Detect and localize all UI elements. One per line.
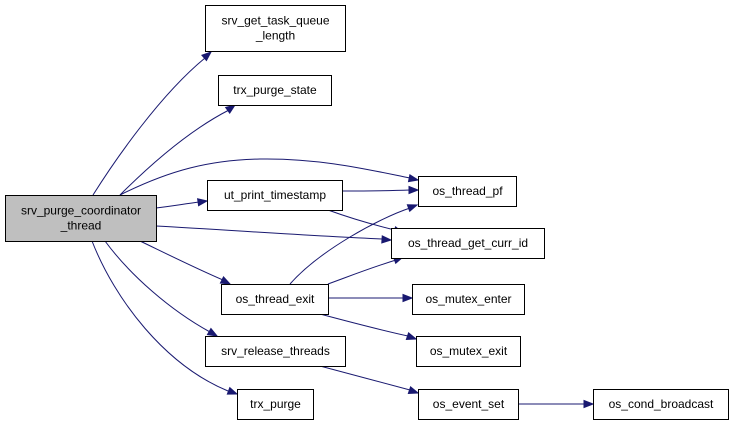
- node-label: _length: [255, 29, 295, 43]
- edge-arrowhead: [206, 327, 219, 337]
- edge-line: [155, 201, 200, 209]
- edge-os_thread_exit-to-os_mutex_exit: [319, 313, 418, 341]
- node-box: [593, 389, 729, 420]
- edge-arrowhead: [407, 385, 420, 395]
- edge-root-to-trx_purge: [91, 240, 239, 395]
- node-box: [418, 389, 519, 420]
- edge-ut_print_timestamp-to-os_thread_pf: [341, 185, 420, 195]
- node-box: [205, 5, 346, 52]
- edge-root-to-ut_print_timestamp: [155, 198, 209, 209]
- edge-line: [155, 225, 384, 240]
- edges-layer: [91, 51, 595, 409]
- edge-arrowhead: [381, 235, 393, 244]
- edge-root-to-os_thread_exit: [139, 240, 232, 285]
- node-box: [207, 180, 343, 211]
- node-root[interactable]: srv_purge_coordinator_thread: [5, 195, 157, 242]
- node-label: ut_print_timestamp: [224, 188, 326, 202]
- edge-os_event_set-to-os_cond_broadcast: [517, 399, 595, 409]
- edge-line: [341, 189, 411, 192]
- node-label: os_event_set: [433, 397, 505, 411]
- edge-line: [92, 57, 206, 196]
- node-box: [416, 336, 521, 367]
- edge-line: [319, 365, 411, 391]
- edge-arrowhead: [224, 104, 237, 114]
- edge-arrowhead: [196, 198, 209, 207]
- node-box: [221, 284, 329, 315]
- edge-os_thread_exit-to-os_thread_pf: [289, 204, 419, 285]
- node-os-cond-broadcast[interactable]: os_cond_broadcast: [593, 389, 729, 420]
- edge-arrowhead: [405, 331, 418, 341]
- edge-root-to-srv_get_task_queue_length: [92, 51, 213, 196]
- node-label: trx_purge_state: [233, 83, 317, 97]
- edge-root-to-os_thread_get_curr_id: [155, 225, 393, 244]
- node-label: os_mutex_exit: [430, 344, 508, 358]
- node-box: [218, 75, 332, 106]
- node-box: [205, 336, 346, 367]
- edge-arrowhead: [402, 293, 414, 303]
- node-os-thread-exit[interactable]: os_thread_exit: [221, 284, 329, 315]
- edge-root-to-trx_purge_state: [119, 104, 237, 196]
- edge-line: [289, 207, 411, 285]
- node-os-mutex-enter[interactable]: os_mutex_enter: [412, 284, 525, 315]
- node-label: os_mutex_enter: [425, 292, 511, 306]
- node-label: os_thread_pf: [432, 184, 503, 198]
- node-label: trx_purge: [250, 397, 301, 411]
- edge-arrowhead: [219, 275, 232, 285]
- edge-arrowhead: [406, 204, 419, 213]
- edge-os_thread_exit-to-os_mutex_enter: [327, 293, 414, 303]
- edge-line: [327, 259, 397, 285]
- edge-arrowhead: [226, 386, 239, 395]
- edge-arrowhead: [201, 51, 213, 62]
- node-label: srv_release_threads: [221, 344, 330, 358]
- edge-line: [139, 240, 224, 281]
- node-os-mutex-exit[interactable]: os_mutex_exit: [416, 336, 521, 367]
- edge-arrowhead: [408, 185, 420, 195]
- node-os-thread-get-curr-id[interactable]: os_thread_get_curr_id: [391, 228, 545, 259]
- edge-arrowhead: [407, 173, 420, 183]
- edge-os_thread_exit-to-os_thread_get_curr_id: [327, 256, 405, 285]
- nodes-layer: srv_purge_coordinator_thread srv_get_task…: [5, 5, 729, 420]
- node-label: srv_get_task_queue: [221, 14, 329, 28]
- node-label: srv_purge_coordinator: [21, 204, 141, 218]
- edge-line: [327, 209, 396, 231]
- node-srv-get-task-queue-length[interactable]: srv_get_task_queue_length: [205, 5, 346, 52]
- edge-arrowhead: [583, 399, 595, 409]
- node-label: os_thread_exit: [236, 292, 315, 306]
- node-label: os_thread_get_curr_id: [408, 236, 528, 250]
- edge-line: [91, 240, 229, 392]
- node-os-event-set[interactable]: os_event_set: [418, 389, 519, 420]
- node-label: _thread: [60, 219, 102, 233]
- node-box: [418, 176, 517, 207]
- node-os-thread-pf[interactable]: os_thread_pf: [418, 176, 517, 207]
- edge-root-to-os_thread_pf: [119, 158, 420, 196]
- node-box: [5, 195, 157, 242]
- edge-line: [104, 240, 211, 333]
- node-trx-purge-state[interactable]: trx_purge_state: [218, 75, 332, 106]
- edge-line: [319, 313, 409, 337]
- edge-srv_release_threads-to-os_event_set: [319, 365, 420, 395]
- node-box: [237, 389, 314, 420]
- node-srv-release-threads[interactable]: srv_release_threads: [205, 336, 346, 367]
- node-box: [412, 284, 525, 315]
- node-trx-purge[interactable]: trx_purge: [237, 389, 314, 420]
- node-box: [391, 228, 545, 259]
- edge-line: [119, 158, 411, 196]
- node-label: os_cond_broadcast: [609, 397, 714, 411]
- edge-root-to-srv_release_threads: [104, 240, 219, 337]
- node-ut-print-timestamp[interactable]: ut_print_timestamp: [207, 180, 343, 211]
- edge-line: [119, 109, 230, 196]
